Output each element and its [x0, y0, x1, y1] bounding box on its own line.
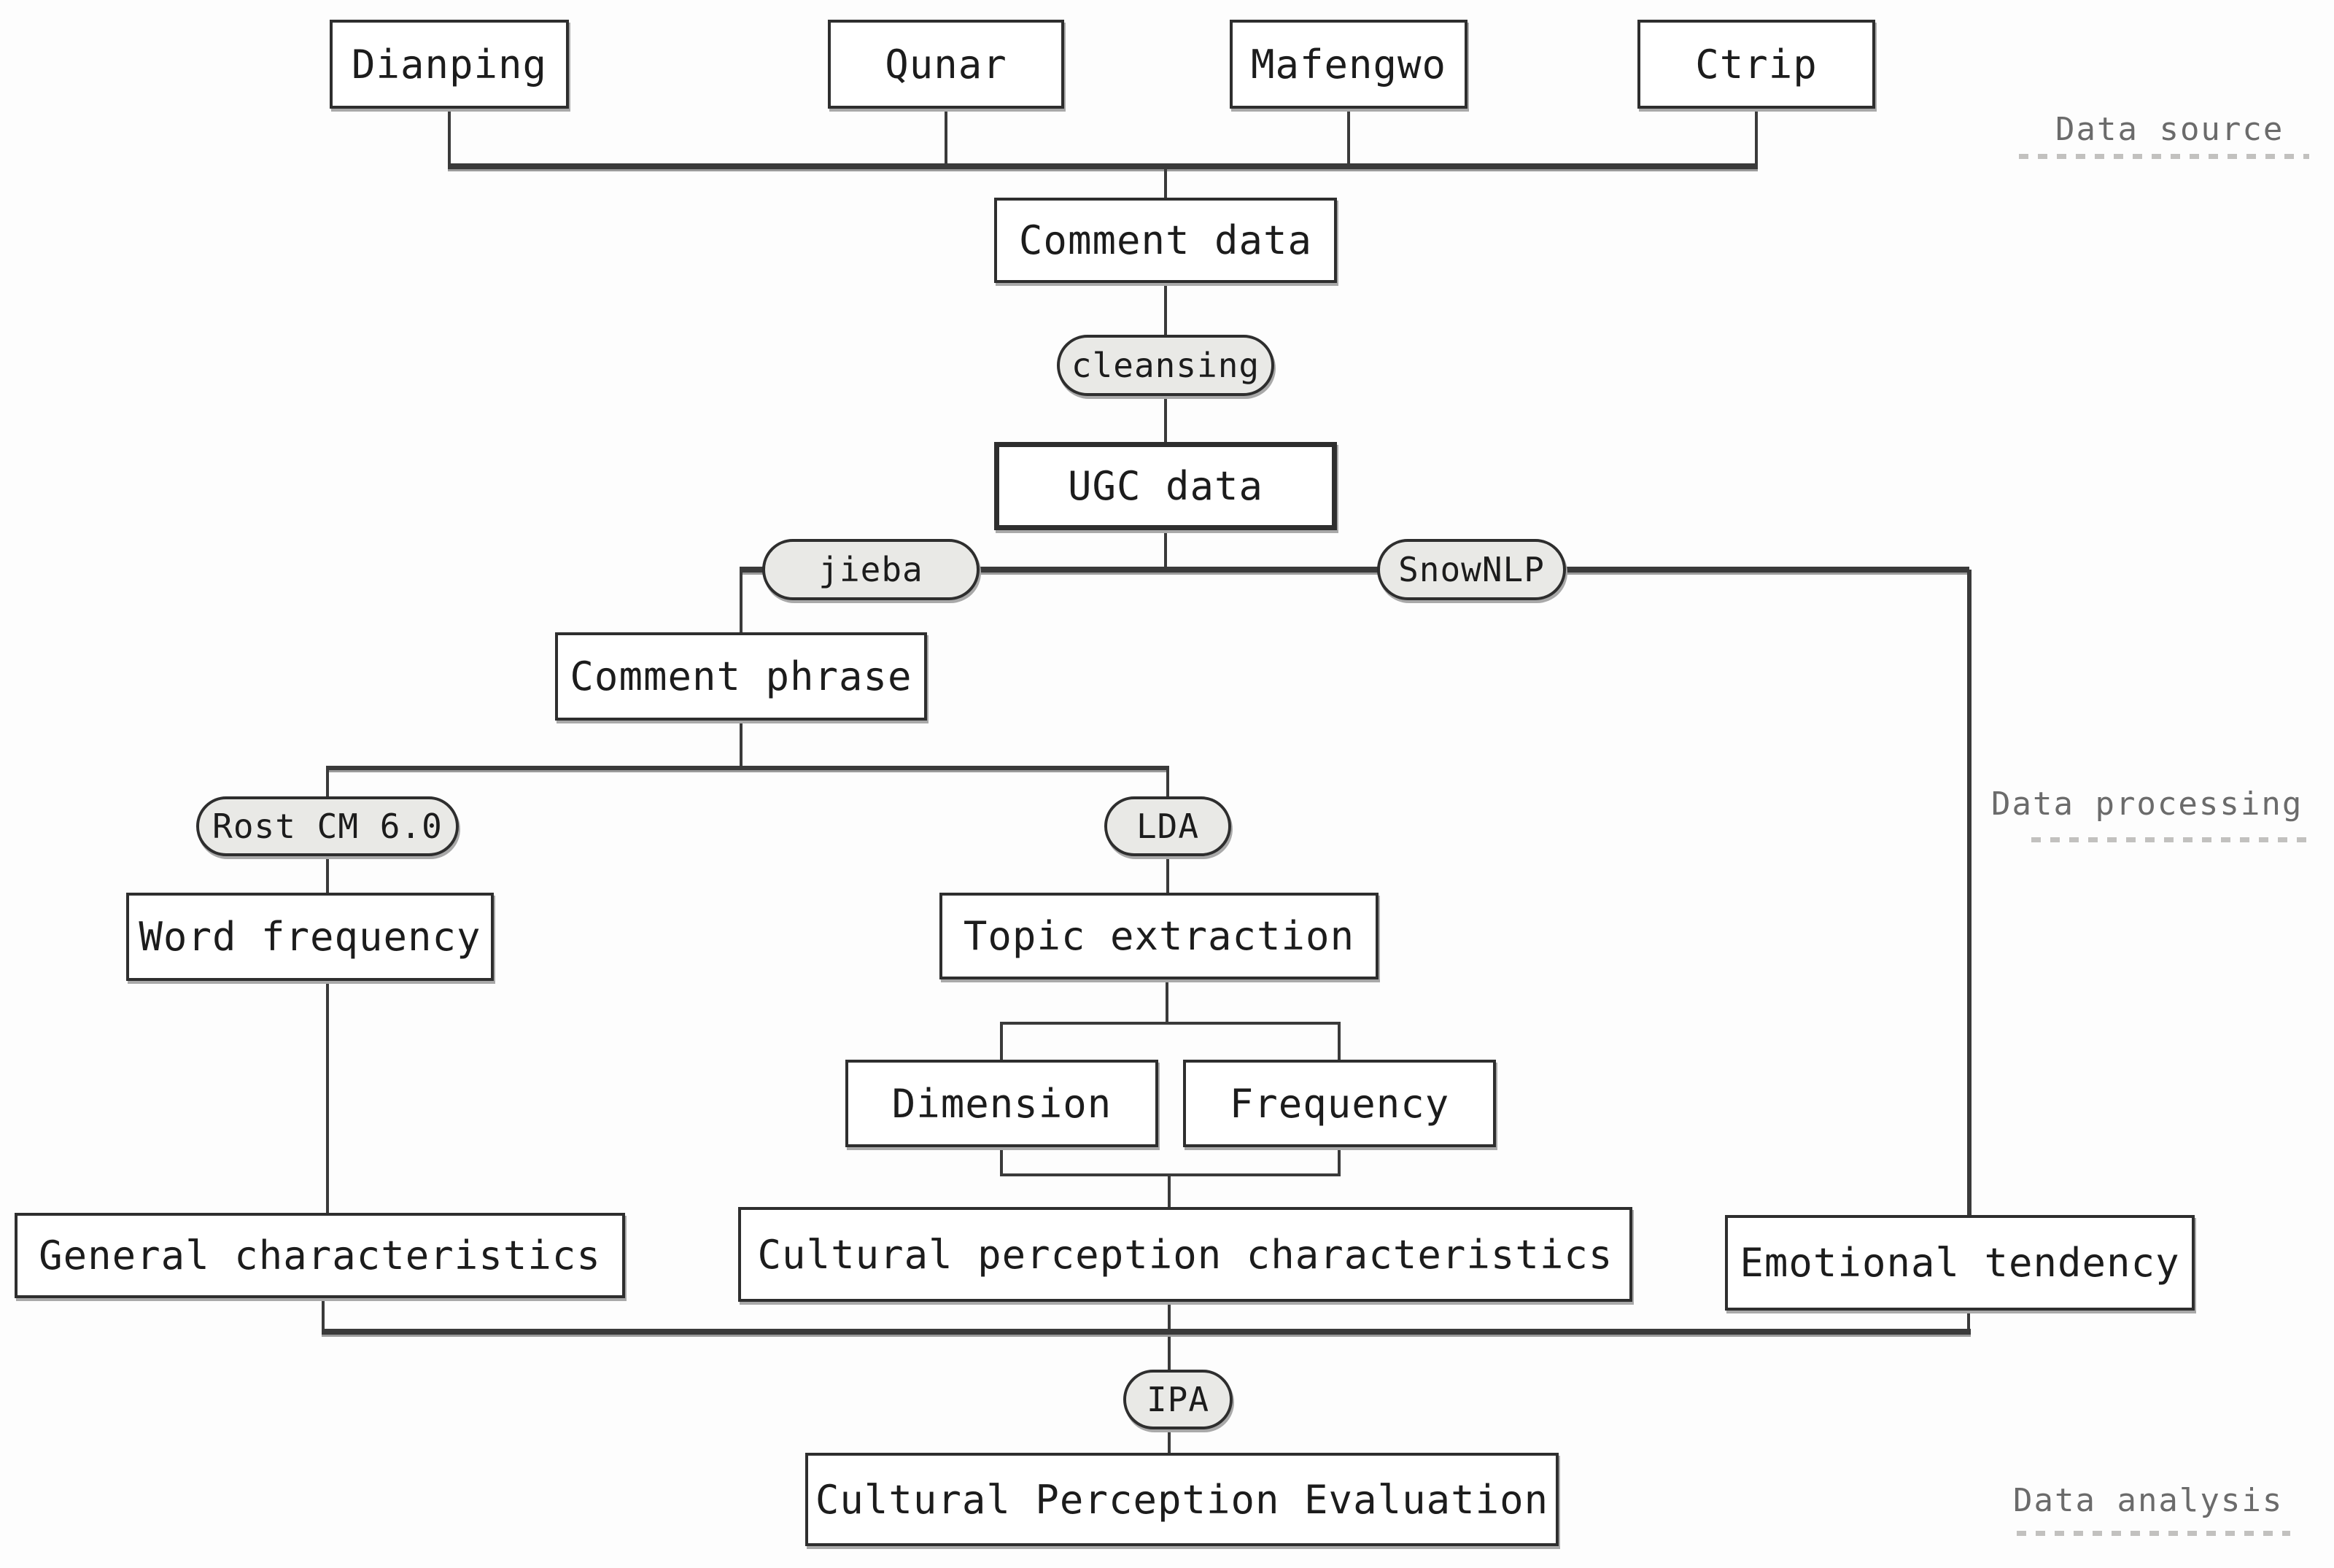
node-snownlp-label: SnowNLP	[1398, 550, 1545, 589]
stage-label-data-source: Data source	[2055, 111, 2284, 148]
node-mafengwo: Mafengwo	[1230, 20, 1468, 109]
node-frequency: Frequency	[1183, 1060, 1496, 1147]
node-cultural-perception-evaluation-label: Cultural Perception Evaluation	[815, 1476, 1549, 1523]
node-cleansing-label: cleansing	[1071, 346, 1260, 385]
connector-comment-phrase-drop	[740, 721, 743, 769]
connector-bus-to-comment-data	[1164, 167, 1167, 199]
node-dianping: Dianping	[330, 20, 569, 109]
node-frequency-label: Frequency	[1229, 1080, 1450, 1127]
node-dimension: Dimension	[845, 1060, 1158, 1147]
connector-comment-data-to-cleansing	[1164, 283, 1167, 336]
connector-bracket-to-cultural	[1168, 1176, 1171, 1208]
connector-general-drop	[322, 1298, 325, 1333]
node-cultural-perception-evaluation: Cultural Perception Evaluation	[805, 1453, 1559, 1546]
connector-mafengwo-drop	[1347, 109, 1350, 167]
stage-label-data-analysis-underline	[2017, 1531, 2290, 1536]
node-ugc-data: UGC data	[994, 442, 1337, 530]
connector-word-frequency-to-general	[326, 981, 329, 1213]
node-ipa-label: IPA	[1146, 1380, 1210, 1419]
node-ugc-data-label: UGC data	[1067, 463, 1264, 509]
node-comment-data: Comment data	[994, 198, 1337, 283]
stage-label-data-processing: Data processing	[1991, 785, 2303, 823]
node-comment-phrase: Comment phrase	[555, 632, 927, 721]
connector-cleansing-to-ugc	[1164, 396, 1167, 443]
node-rost-cm: Rost CM 6.0	[196, 796, 459, 856]
node-dimension-label: Dimension	[891, 1080, 1112, 1127]
bracket-upper-right-stub	[1338, 1024, 1341, 1060]
node-cultural-perception-characteristics: Cultural perception characteristics	[738, 1207, 1632, 1302]
node-topic-extraction: Topic extraction	[939, 893, 1379, 979]
connector-qunar-drop	[945, 109, 947, 167]
node-word-frequency: Word frequency	[126, 893, 494, 981]
node-comment-phrase-label: Comment phrase	[570, 653, 912, 699]
connector-topic-to-bracket	[1166, 979, 1168, 1025]
node-qunar: Qunar	[828, 20, 1064, 109]
connector-split-to-rost	[326, 768, 329, 798]
node-jieba: jieba	[762, 539, 980, 600]
node-ipa: IPA	[1123, 1370, 1233, 1429]
connector-rost-to-word-frequency	[326, 856, 329, 893]
stage-label-data-processing-underline	[2031, 837, 2308, 842]
connector-cultural-to-ipa	[1168, 1302, 1171, 1370]
connector-row-to-comment-phrase	[740, 570, 743, 632]
bracket-lower-right-stub	[1338, 1147, 1341, 1176]
node-jieba-label: jieba	[818, 550, 923, 589]
node-snownlp: SnowNLP	[1377, 539, 1566, 600]
node-ctrip-label: Ctrip	[1695, 41, 1818, 88]
node-qunar-label: Qunar	[885, 41, 1007, 88]
node-lda-label: LDA	[1136, 807, 1200, 846]
stage-label-data-analysis: Data analysis	[2013, 1482, 2284, 1519]
node-lda: LDA	[1104, 796, 1231, 856]
connector-dianping-drop	[448, 109, 451, 167]
connector-ctrip-drop	[1755, 109, 1758, 167]
node-general-characteristics: General characteristics	[15, 1213, 625, 1298]
connector-ugc-to-row	[1164, 530, 1167, 570]
connector-emotional-drop	[1967, 1311, 1970, 1333]
bracket-lower-line	[1000, 1173, 1341, 1176]
bracket-upper-left-stub	[1000, 1024, 1003, 1060]
connector-lda-to-topic	[1166, 856, 1169, 893]
bracket-upper-line	[1000, 1022, 1341, 1025]
node-cleansing: cleansing	[1057, 335, 1274, 396]
stage-label-data-source-underline	[2019, 154, 2309, 159]
connector-source-bus-line	[448, 163, 1758, 169]
connector-ipa-to-evaluation	[1168, 1428, 1171, 1454]
node-general-characteristics-label: General characteristics	[39, 1233, 601, 1278]
connector-analysis-bus-line	[322, 1329, 1971, 1335]
node-word-frequency-label: Word frequency	[139, 914, 481, 960]
node-cultural-perception-characteristics-label: Cultural perception characteristics	[757, 1231, 1613, 1278]
node-rost-cm-label: Rost CM 6.0	[212, 807, 443, 846]
connector-processing-row-line	[740, 567, 1969, 573]
connector-split-to-lda	[1166, 768, 1169, 798]
node-dianping-label: Dianping	[351, 41, 548, 88]
node-topic-extraction-label: Topic extraction	[963, 913, 1355, 959]
connector-split-line	[326, 766, 1169, 770]
node-ctrip: Ctrip	[1637, 20, 1875, 109]
connector-right-vertical-line	[1967, 570, 1972, 1215]
node-emotional-tendency-label: Emotional tendency	[1740, 1240, 2180, 1286]
bracket-lower-left-stub	[1000, 1147, 1003, 1176]
node-mafengwo-label: Mafengwo	[1250, 41, 1447, 88]
node-emotional-tendency: Emotional tendency	[1725, 1215, 2195, 1311]
node-comment-data-label: Comment data	[1018, 217, 1313, 263]
